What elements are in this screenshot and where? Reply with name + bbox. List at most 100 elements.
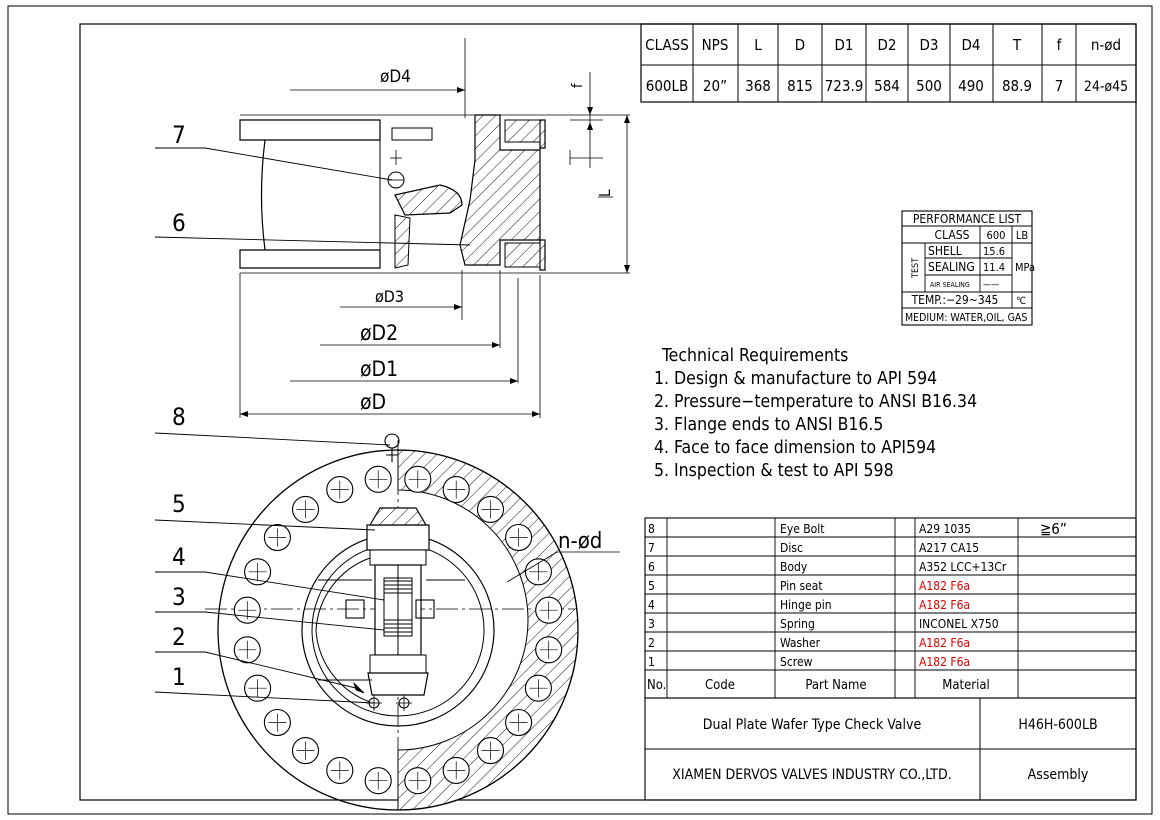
- parts-row-no: 8: [648, 522, 655, 536]
- parts-row-no: 6: [648, 560, 655, 574]
- parts-row-material: A182 F6a: [919, 655, 970, 669]
- callout-8: 8: [172, 403, 186, 431]
- parts-row-name: Washer: [780, 636, 821, 650]
- callout-6: 6: [172, 209, 186, 237]
- parts-header-material: Material: [942, 678, 990, 693]
- callout-3: 3: [172, 583, 186, 611]
- dim-value-l: 368: [745, 77, 771, 95]
- perf-sealing-label: SEALING: [928, 260, 975, 274]
- inner-frame: [79, 23, 1137, 801]
- parts-header-name: Part Name: [805, 678, 866, 693]
- perf-class-value: 600: [987, 229, 1006, 242]
- dim-value-nps: 20”: [703, 77, 727, 95]
- dim-header-f: f: [1057, 36, 1063, 54]
- parts-row-name: Disc: [780, 541, 803, 555]
- front-view: [205, 433, 579, 811]
- perf-temp-unit: ℃: [1016, 296, 1026, 307]
- label-d2: øD2: [360, 321, 398, 345]
- parts-row-name: Hinge pin: [780, 598, 832, 612]
- title-company: XIAMEN DERVOS VALVES INDUSTRY CO.,LTD.: [672, 767, 951, 783]
- perf-shell-value: 15.6: [983, 245, 1005, 258]
- label-d4: øD4: [380, 67, 411, 87]
- dimension-table: CLASS NPS L D D1 D2 D3 D4 T f n-ød 600LB…: [640, 23, 1137, 103]
- side-section-view: [239, 38, 630, 418]
- perf-class-unit: LB: [1016, 229, 1029, 242]
- parts-row-no: 4: [648, 598, 655, 612]
- dim-header-l: L: [754, 36, 762, 54]
- dim-header-nps: NPS: [702, 36, 729, 54]
- parts-header-code: Code: [705, 678, 735, 693]
- disc-section: [394, 184, 463, 216]
- parts-row-material: A352 LCC+13Cr: [919, 560, 1007, 574]
- dim-header-nd: n-ød: [1091, 36, 1121, 54]
- parts-row-name: Spring: [780, 617, 815, 631]
- label-nd: n-ød: [558, 529, 602, 554]
- parts-row-no: 3: [648, 617, 655, 631]
- dim-header-class: CLASS: [645, 36, 689, 54]
- title-model: H46H-600LB: [1018, 717, 1097, 733]
- parts-row-name: Pin seat: [780, 579, 823, 593]
- perf-shell-label: SHELL: [928, 244, 962, 258]
- parts-note-8: ≧6”: [1040, 520, 1067, 538]
- title-product: Dual Plate Wafer Type Check Valve: [703, 717, 922, 733]
- parts-row-no: 2: [648, 636, 655, 650]
- dim-value-t: 88.9: [1002, 77, 1032, 95]
- callout-5: 5: [172, 490, 186, 518]
- nd-leader: [506, 551, 620, 583]
- perf-test-label: TEST: [911, 258, 921, 279]
- dimension-arrows: [240, 87, 630, 417]
- title-block: [644, 697, 1137, 801]
- parts-row-material: A217 CA15: [919, 541, 979, 555]
- requirement-3: 3. Flange ends to ANSI B16.5: [654, 415, 883, 435]
- label-d3: øD3: [375, 287, 404, 306]
- dim-header-d: D: [795, 36, 805, 54]
- perf-air-value: ——: [983, 280, 999, 290]
- parts-list: [644, 517, 1137, 699]
- outer-frame: [7, 5, 1153, 815]
- perf-sealing-value: 11.4: [983, 261, 1005, 274]
- label-d1: øD1: [360, 357, 398, 381]
- parts-row-no: 7: [648, 541, 655, 555]
- dim-value-d2: 584: [874, 77, 900, 95]
- requirement-4: 4. Face to face dimension to API594: [654, 438, 936, 458]
- performance-list: [901, 210, 1033, 326]
- body-section: [459, 114, 546, 271]
- dim-header-d4: D4: [962, 36, 981, 54]
- requirements-title: Technical Requirements: [661, 346, 848, 366]
- requirement-1: 1. Design & manufacture to API 594: [654, 369, 937, 389]
- parts-row-name: Screw: [780, 655, 813, 669]
- dim-value-d4: 490: [958, 77, 984, 95]
- perf-class-label: CLASS: [935, 228, 970, 242]
- callout-leaders: [154, 147, 471, 704]
- dim-value-d: 815: [787, 77, 813, 95]
- parts-row-material: A182 F6a: [919, 598, 970, 612]
- dim-value-class: 600LB: [646, 77, 689, 95]
- parts-row-no: 5: [648, 579, 655, 593]
- perf-title: PERFORMANCE LIST: [913, 212, 1022, 226]
- parts-row-material: A182 F6a: [919, 636, 970, 650]
- title-type: Assembly: [1028, 767, 1089, 783]
- callout-1: 1: [172, 663, 186, 691]
- parts-row-material: INCONEL X750: [919, 617, 999, 631]
- requirement-5: 5. Inspection & test to API 598: [654, 461, 894, 481]
- perf-medium: MEDIUM: WATER,OIL, GAS: [905, 312, 1027, 324]
- dim-header-t: T: [1012, 36, 1022, 54]
- perf-pressure-unit: MPa: [1015, 261, 1035, 274]
- perf-temp: TEMP.:−29~345: [911, 293, 999, 307]
- technical-requirements: Technical Requirements 1. Design & manuf…: [654, 346, 977, 481]
- dim-value-f: 7: [1055, 77, 1064, 95]
- dim-header-d2: D2: [878, 36, 897, 54]
- perf-air-label: AIR SEALING: [930, 281, 970, 289]
- label-f: f: [570, 83, 586, 88]
- parts-row-material: A29 1035: [919, 522, 971, 536]
- callout-2: 2: [172, 623, 186, 651]
- dim-header-d1: D1: [835, 36, 854, 54]
- dim-value-d1: 723.9: [825, 77, 864, 95]
- parts-row-no: 1: [648, 655, 655, 669]
- parts-row-material: A182 F6a: [919, 579, 970, 593]
- label-l: L: [596, 189, 614, 197]
- label-d: øD: [360, 390, 386, 414]
- parts-header-no: No.: [647, 678, 666, 693]
